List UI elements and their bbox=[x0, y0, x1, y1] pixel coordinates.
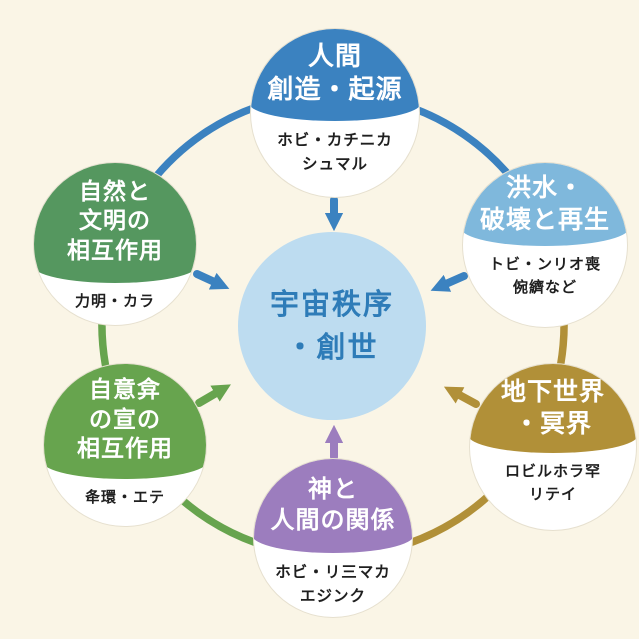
node-subtitle: ホビ・リ三マカエジンク bbox=[254, 553, 412, 617]
node-mutual-interaction: 自意弇の宣の相互作用夅環・エテ bbox=[43, 363, 207, 527]
node-title-line: 自然と bbox=[79, 178, 151, 205]
node-subtitle-line: 倇纃など bbox=[512, 278, 577, 297]
node-title-line: ・冥界 bbox=[513, 408, 592, 438]
node-subtitle-line: トビ・ンリオ喪 bbox=[488, 255, 601, 273]
node-title-line: 相互作用 bbox=[77, 436, 173, 463]
node-title-line: 相互作用 bbox=[67, 237, 163, 264]
center-title-line: 宇宙秩序 bbox=[269, 286, 394, 321]
node-title-line: の宣の bbox=[89, 406, 161, 433]
node-colored-cap: 地下世界・冥界 bbox=[470, 364, 636, 453]
node-subtitle-line: 力明・カラ bbox=[74, 292, 155, 310]
node-subtitle-line: ロビルホラ罕 bbox=[504, 462, 601, 480]
node-title-line: 神と bbox=[308, 475, 358, 504]
node-title-line: 洪水・ bbox=[505, 172, 584, 202]
node-subtitle-line: エジンク bbox=[299, 587, 366, 606]
node-title-line: 創造・起源 bbox=[267, 75, 403, 105]
node-colored-cap: 人間創造・起源 bbox=[251, 29, 419, 121]
node-title-line: 自意弇 bbox=[89, 377, 161, 404]
node-subtitle: ロビルホラ罕リテイ bbox=[470, 453, 636, 530]
node-nature-civilization-interaction: 自然と文明の相互作用力明・カラ bbox=[33, 162, 197, 326]
node-title-line: 人間の関係 bbox=[270, 506, 396, 534]
node-subtitle: ホビ・カチニカシュマル bbox=[251, 121, 419, 197]
node-subtitle-line: ホビ・リ三マカ bbox=[275, 563, 391, 581]
node-title-line: 文明の bbox=[79, 208, 151, 235]
node-subtitle-line: リテイ bbox=[528, 485, 577, 504]
node-subtitle-line: ホビ・カチニカ bbox=[277, 131, 393, 149]
node-subtitle: 力明・カラ bbox=[34, 283, 196, 325]
arrow-top-left-to-center bbox=[193, 270, 230, 290]
arrow-top-right-to-center bbox=[430, 272, 468, 292]
node-gods-and-humans-relation: 神と人間の関係ホビ・リ三マカエジンク bbox=[253, 458, 413, 618]
node-subtitle-line: シュマル bbox=[301, 155, 368, 174]
node-title-line: 地下世界 bbox=[500, 376, 605, 406]
node-title-line: 人間 bbox=[307, 41, 362, 72]
node-title-line: 破壊と再生 bbox=[479, 204, 610, 234]
node-colored-cap: 自然と文明の相互作用 bbox=[34, 163, 196, 283]
node-subtitle-line: 夅環・エテ bbox=[84, 488, 165, 506]
node-cosmic-order-creation: 宇宙秩序 ・創世 bbox=[238, 232, 426, 420]
node-flood-destruction-rebirth: 洪水・破壊と再生トビ・ンリオ喪倇纃など bbox=[462, 162, 628, 328]
node-colored-cap: 洪水・破壊と再生 bbox=[463, 163, 627, 246]
node-human-creation-origin: 人間創造・起源ホビ・カチニカシュマル bbox=[250, 28, 420, 198]
node-colored-cap: 自意弇の宣の相互作用 bbox=[44, 364, 206, 479]
node-underworld-realm-of-dead: 地下世界・冥界ロビルホラ罕リテイ bbox=[469, 363, 637, 531]
center-title-line: ・創世 bbox=[285, 330, 379, 364]
node-subtitle: 夅環・エテ bbox=[44, 479, 206, 526]
node-colored-cap: 神と人間の関係 bbox=[254, 459, 412, 553]
node-subtitle: トビ・ンリオ喪倇纃など bbox=[463, 246, 627, 327]
